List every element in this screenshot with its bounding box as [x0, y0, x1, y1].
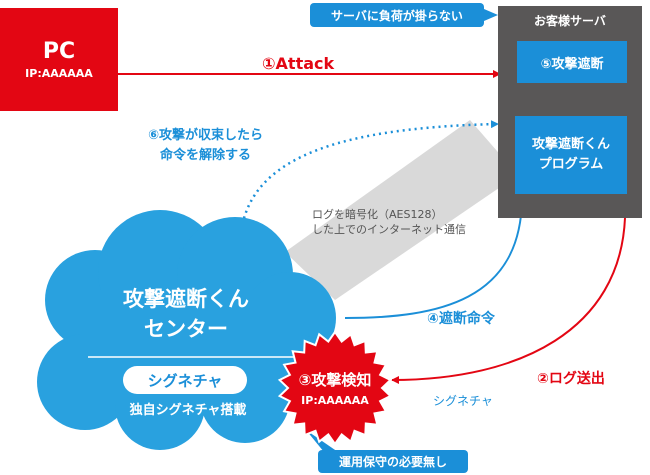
center-title: 攻撃遮断くん センター	[86, 284, 286, 344]
release-label-line1: ⑥攻撃が収束したら	[148, 128, 264, 143]
encryption-note-line2: した上でのインターネット通信	[312, 223, 466, 236]
log-send-label: ②ログ送出	[537, 371, 605, 387]
detection-burst	[277, 330, 393, 446]
encryption-note-line1: ログを暗号化（AES128）	[312, 208, 443, 221]
attack-block-box: ⑤攻撃遮断	[517, 41, 627, 83]
detection-title: ③攻撃検知	[298, 371, 372, 389]
log-send-arrow	[391, 217, 626, 384]
pc-ip: IP:AAAAAA	[25, 67, 93, 80]
release-arrow	[238, 120, 499, 249]
release-label: ⑥攻撃が収束したら 命令を解除する	[148, 126, 263, 166]
pc-title: PC	[42, 39, 76, 64]
detection-ip: IP:AAAAAA	[301, 394, 369, 407]
block-command-label: ④遮断命令	[427, 311, 495, 327]
customer-server-title: お客様サーバ	[534, 14, 606, 28]
detection-burst-shape	[277, 330, 393, 446]
program-line2: プログラム	[538, 157, 604, 172]
attack-label: ①Attack	[262, 54, 335, 73]
pc-box: PC IP:AAAAAA	[0, 8, 118, 111]
no-maintenance-callout-tail	[306, 430, 338, 452]
block-command-arrow	[344, 199, 526, 319]
program-line1: 攻撃遮断くん	[531, 137, 610, 152]
program-box: 攻撃遮断くん プログラム	[515, 116, 627, 194]
signature-pill: シグネチャ	[123, 366, 247, 394]
release-label-line2: 命令を解除する	[160, 148, 252, 163]
attack-detection: ③攻撃検知 IP:AAAAAA	[281, 334, 389, 442]
signature-desc: 独自シグネチャ搭載	[129, 403, 247, 418]
encryption-note: ログを暗号化（AES128） した上でのインターネット通信	[312, 207, 466, 237]
signature-arrow-label: シグネチャ	[433, 394, 493, 408]
no-load-callout: サーバに負荷が掛らない	[310, 3, 484, 27]
encrypted-tunnel	[285, 120, 518, 300]
center-title-line2: センター	[144, 317, 228, 341]
no-load-callout-tail	[484, 9, 498, 21]
no-maintenance-callout: 運用保守の必要無し	[318, 450, 468, 473]
center-title-line1: 攻撃遮断くん	[123, 287, 249, 311]
